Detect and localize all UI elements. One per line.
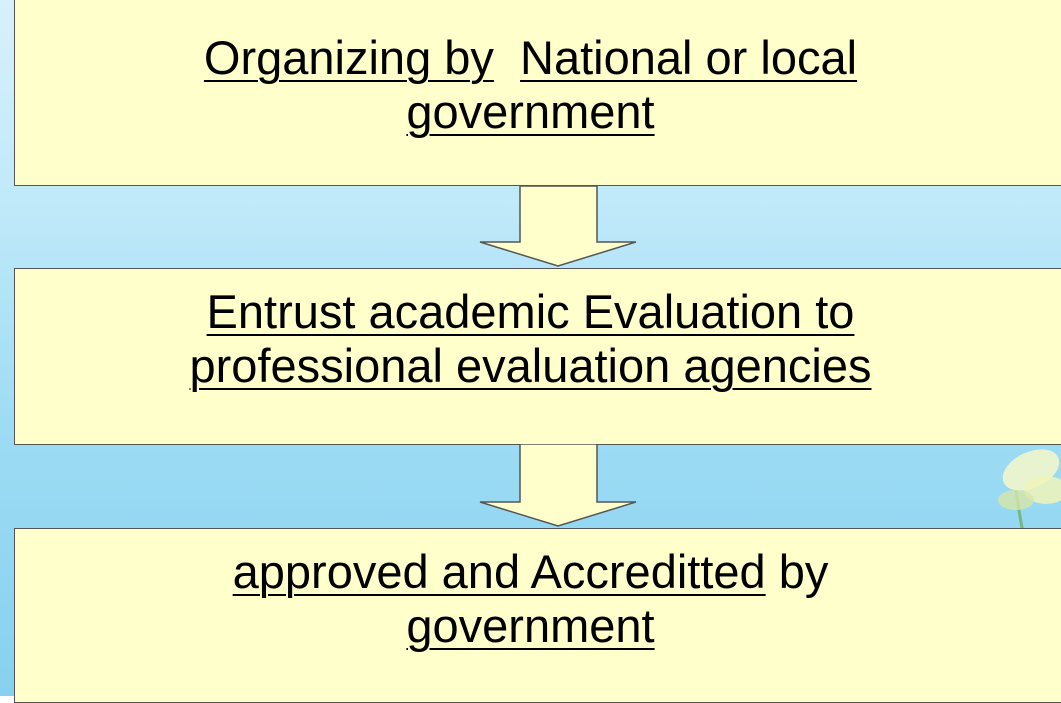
step-box-2 [14,268,1061,445]
step-3-text-b: by [765,545,829,598]
down-arrow-2 [479,444,637,527]
step-box-1 [14,0,1061,186]
step-3-line-2: government [0,599,1061,653]
step-1-line-2: government [0,85,1061,139]
step-3-text-a: approved and Accreditted [232,545,766,598]
step-1-text-b: National or local [520,31,858,84]
step-2-text-b: professional evaluation agencies [189,339,872,392]
down-arrow-1 [479,186,637,267]
step-3-line-1: approved and Accreditted by [0,545,1061,599]
step-2-line-1: Entrust academic Evaluation to [0,285,1061,339]
step-1-text-c: government [406,85,655,138]
step-1-text-a: Organizing by [203,31,494,84]
step-1-line-1: Organizing by National or local [0,31,1061,85]
step-2-line-2: professional evaluation agencies [0,339,1061,393]
step-3-text-c: government [406,599,655,652]
step-2-text-a: Entrust academic Evaluation to [206,285,855,338]
step-box-3 [14,528,1061,703]
